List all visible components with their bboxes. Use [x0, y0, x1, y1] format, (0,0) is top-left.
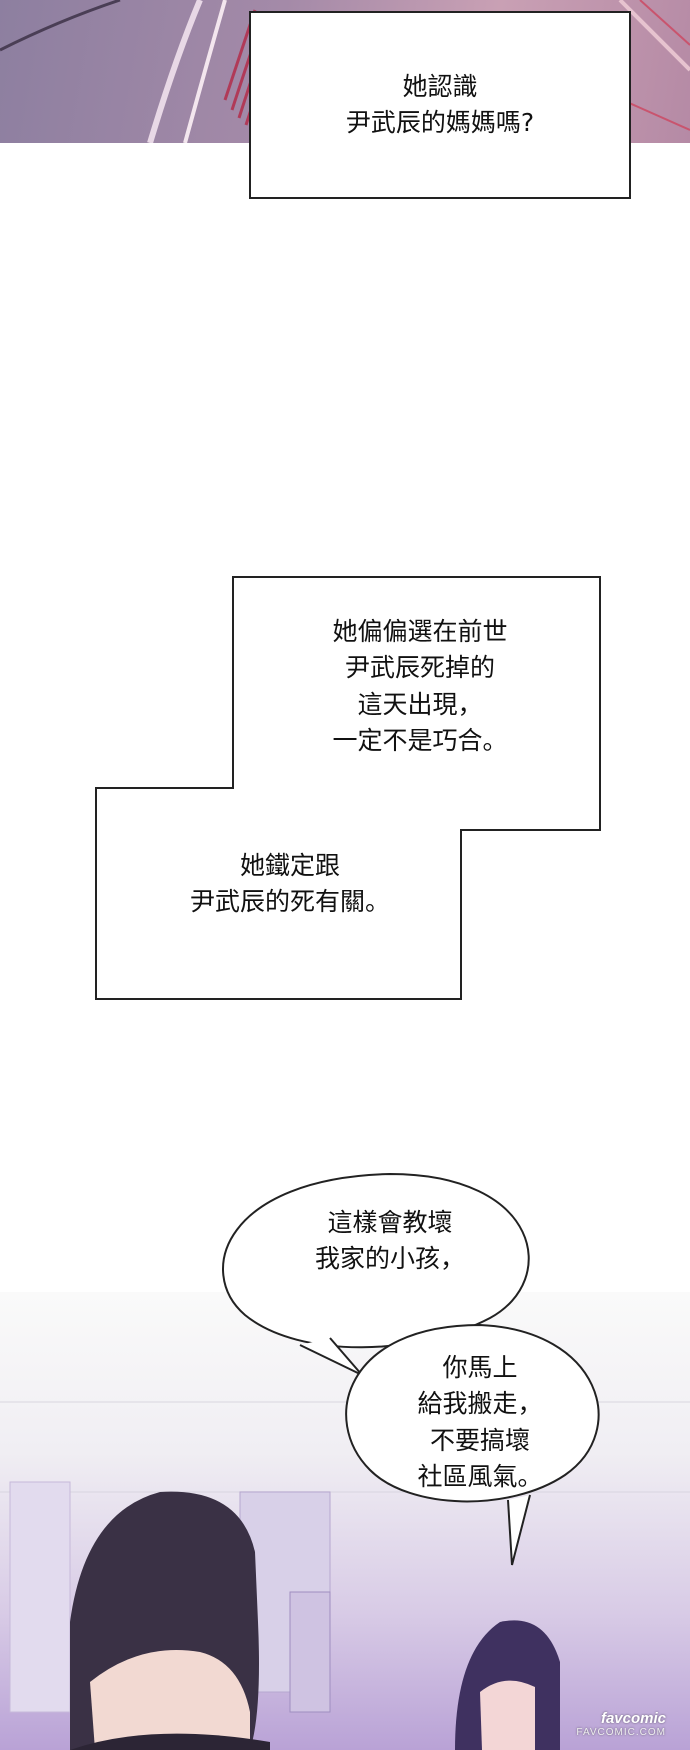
watermark-logo: favcomic FAVCOMIC.COM	[576, 1710, 666, 1738]
speech-bubble-text-lower: 你馬上 給我搬走， 不要搞壞 社區風氣。	[417, 1353, 543, 1491]
caption-text-lower: 她鐵定跟 尹武辰的死有關。	[189, 851, 390, 917]
caption-box-top: 她認識 尹武辰的媽媽嗎?	[249, 11, 631, 199]
caption-text-middle: 她偏偏選在前世 尹武辰死掉的 這天出現， 一定不是巧合。	[332, 617, 508, 755]
caption-text-top: 她認識 尹武辰的媽媽嗎?	[345, 71, 535, 137]
speech-bubble-text-upper: 這樣會教壞 我家的小孩，	[314, 1208, 465, 1274]
watermark-main: favcomic	[600, 1710, 666, 1727]
watermark-sub: FAVCOMIC.COM	[576, 1727, 666, 1738]
bottom-art-panel	[0, 1292, 690, 1750]
bottom-panel-art	[0, 1401, 690, 1750]
